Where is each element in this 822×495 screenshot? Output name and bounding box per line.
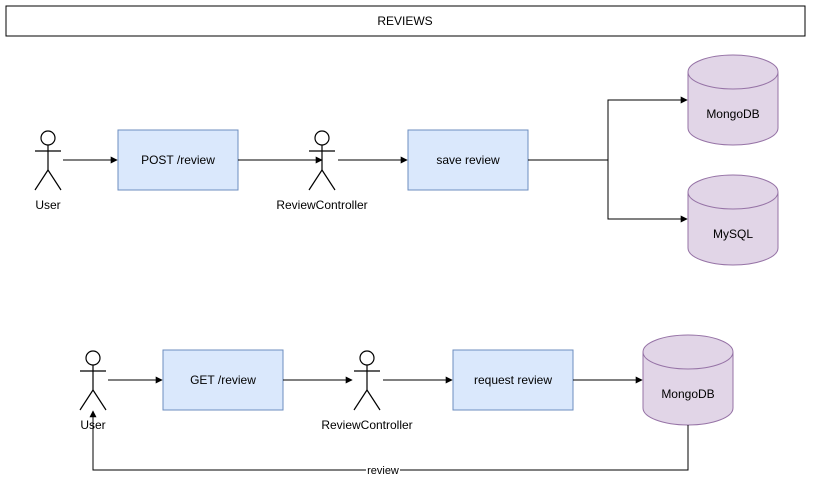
post-mongodb-label: MongoDB <box>706 107 759 121</box>
get-controller-actor[interactable] <box>353 350 381 411</box>
post-action-label: save review <box>436 153 500 167</box>
get-flow: User GET /review ReviewController reques… <box>79 334 734 477</box>
get-mongodb-label: MongoDB <box>661 387 714 401</box>
title-bar: REVIEWS <box>5 5 806 37</box>
get-controller-label: ReviewController <box>321 418 412 432</box>
post-user-actor[interactable] <box>34 130 62 191</box>
post-edge-action-mysql <box>607 160 688 223</box>
post-request-label: POST /review <box>141 153 215 167</box>
post-action-box[interactable]: save review <box>407 129 529 191</box>
post-mysql-cylinder[interactable]: MySQL <box>687 174 779 266</box>
diagram-title: REVIEWS <box>377 14 432 28</box>
post-controller-label: ReviewController <box>276 198 367 212</box>
post-user-label: User <box>35 198 60 212</box>
post-mysql-label: MySQL <box>713 227 753 241</box>
get-mongodb-cylinder[interactable]: MongoDB <box>642 334 734 426</box>
get-user-actor[interactable] <box>79 350 107 411</box>
post-request-box[interactable]: POST /review <box>117 129 239 191</box>
return-label-background <box>366 463 400 477</box>
post-controller-actor[interactable] <box>308 130 336 191</box>
return-review-label: review <box>367 465 399 477</box>
get-request-box[interactable]: GET /review <box>162 349 284 411</box>
post-mongodb-cylinder[interactable]: MongoDB <box>687 54 779 146</box>
get-action-label: request review <box>474 373 552 387</box>
get-action-box[interactable]: request review <box>452 349 574 411</box>
get-request-label: GET /review <box>190 373 256 387</box>
post-edge-action-mongodb <box>528 96 688 161</box>
post-flow: User POST /review ReviewController save … <box>34 54 779 266</box>
